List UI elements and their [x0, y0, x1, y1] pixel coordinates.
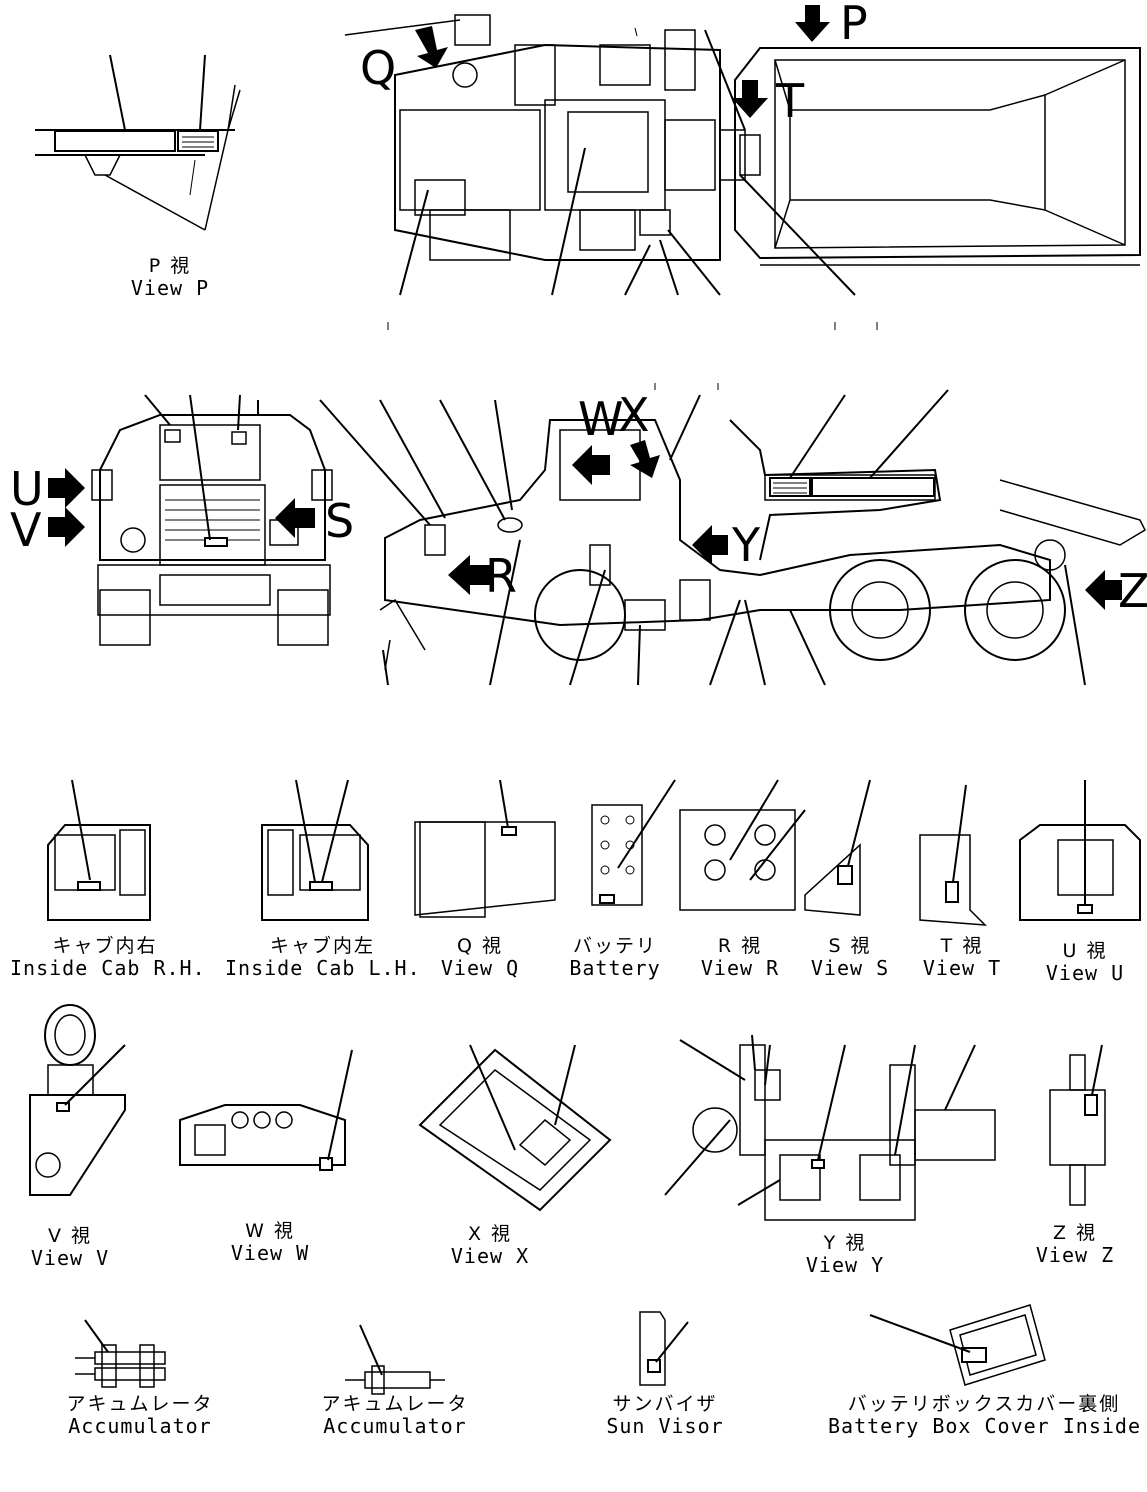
caption-view-r: R 視 View R: [690, 935, 790, 979]
cab-lh-detail: [261, 779, 369, 921]
view-w-detail: [179, 1049, 353, 1171]
view-v-detail: [29, 1004, 126, 1196]
caption-view-q-jp: Q 視: [457, 935, 503, 957]
view-letter-s: S: [325, 494, 355, 548]
view-letter-u: U: [10, 462, 44, 516]
caption-inside-cab-rh: キャブ内右 Inside Cab R.H.: [10, 935, 206, 980]
sun-visor-detail: [639, 1311, 689, 1386]
caption-view-s-jp: S 視: [828, 935, 872, 957]
caption-view-p: P 視 View P: [110, 255, 230, 299]
caption-sun-visor: サンバイザ Sun Visor: [595, 1393, 735, 1437]
caption-view-v-en: View V: [30, 1246, 110, 1270]
view-y-detail: [664, 1034, 996, 1221]
accumulator-1-detail: [75, 1319, 166, 1388]
caption-accumulator-1-en: Accumulator: [68, 1414, 212, 1438]
caption-sun-visor-en: Sun Visor: [606, 1414, 724, 1438]
caption-view-u: U 視 View U: [1030, 940, 1140, 984]
caption-inside-cab-lh-en: Inside Cab L.H.: [225, 956, 421, 980]
caption-view-x-en: View X: [450, 1244, 530, 1268]
side-view: [319, 383, 1146, 686]
caption-view-t: T 視 View T: [912, 935, 1012, 979]
view-letter-t: T: [776, 74, 805, 128]
caption-battery-box-cover-en: Battery Box Cover Inside: [828, 1414, 1141, 1438]
caption-view-x-jp: X 視: [467, 1223, 513, 1245]
caption-view-w-en: View W: [230, 1241, 310, 1265]
caption-view-p-en: View P: [130, 276, 210, 300]
caption-view-s: S 視 View S: [800, 935, 900, 979]
caption-view-t-jp: T 視: [940, 935, 984, 957]
view-letter-w: W: [578, 392, 624, 446]
accumulator-2-detail: [345, 1324, 445, 1395]
caption-inside-cab-lh: キャブ内左 Inside Cab L.H.: [225, 935, 420, 979]
caption-accumulator-2: アキュムレータ Accumulator: [315, 1393, 475, 1437]
view-letter-v: V: [10, 503, 42, 557]
caption-view-z-jp: Z 視: [1052, 1222, 1098, 1244]
cab-rh-detail: [47, 779, 151, 921]
caption-view-y-en: View Y: [805, 1253, 885, 1277]
caption-view-p-jp: P 視: [148, 255, 192, 277]
caption-view-w-jp: W 視: [245, 1220, 295, 1242]
caption-inside-cab-rh-en: Inside Cab R.H.: [10, 956, 206, 980]
caption-view-u-jp: U 視: [1062, 940, 1108, 962]
caption-view-q: Q 視 View Q: [430, 935, 530, 979]
caption-view-z-en: View Z: [1035, 1243, 1115, 1267]
view-letter-x: X: [618, 388, 650, 442]
caption-view-r-en: View R: [700, 956, 780, 980]
view-t-detail: [919, 784, 987, 926]
caption-view-v: V 視 View V: [15, 1225, 125, 1269]
view-letter-p: P: [840, 0, 868, 50]
caption-accumulator-1: アキュムレータ Accumulator: [60, 1393, 220, 1437]
view-x-detail: [418, 1044, 612, 1212]
battery-detail: [591, 779, 676, 906]
front-view: [48, 394, 333, 646]
caption-view-q-en: View Q: [440, 956, 520, 980]
view-q-detail: [414, 779, 556, 918]
caption-inside-cab-lh-jp: キャブ内左: [269, 935, 375, 957]
caption-view-z: Z 視 View Z: [1020, 1222, 1130, 1266]
view-z-detail: [1049, 1044, 1106, 1206]
caption-view-r-jp: R 視: [717, 935, 763, 957]
caption-battery: バッテリ Battery: [560, 935, 670, 979]
caption-sun-visor-jp: サンバイザ: [612, 1393, 718, 1415]
top-plan-view: [344, 5, 1141, 330]
caption-accumulator-1-jp: アキュムレータ: [66, 1393, 214, 1415]
view-letter-r: R: [485, 549, 517, 603]
caption-battery-jp: バッテリ: [572, 935, 657, 957]
battery-box-cover-detail: [869, 1304, 1046, 1386]
view-s-detail: [804, 779, 871, 916]
view-p-detail: [35, 54, 241, 231]
caption-battery-en: Battery: [569, 956, 661, 980]
caption-inside-cab-rh-jp: キャブ内右: [52, 935, 158, 957]
view-r-detail: [679, 779, 806, 911]
caption-view-x: X 視 View X: [435, 1223, 545, 1267]
view-letter-q: Q: [360, 41, 397, 95]
view-letter-y: Y: [732, 518, 761, 572]
caption-view-y-jp: Y 視: [823, 1232, 867, 1254]
caption-view-v-jp: V 視: [47, 1225, 93, 1247]
caption-battery-box-cover-jp: バッテリボックスカバー裏側: [847, 1393, 1121, 1415]
caption-view-w: W 視 View W: [215, 1220, 325, 1264]
view-u-detail: [1019, 780, 1141, 921]
caption-accumulator-2-en: Accumulator: [323, 1414, 467, 1438]
caption-view-y: Y 視 View Y: [790, 1232, 900, 1276]
caption-accumulator-2-jp: アキュムレータ: [321, 1393, 469, 1415]
view-letter-z: Z: [1118, 564, 1147, 618]
caption-view-u-en: View U: [1045, 961, 1125, 985]
caption-view-t-en: View T: [922, 956, 1002, 980]
caption-battery-box-cover: バッテリボックスカバー裏側 Battery Box Cover Inside: [828, 1393, 1140, 1437]
caption-view-s-en: View S: [810, 956, 890, 980]
